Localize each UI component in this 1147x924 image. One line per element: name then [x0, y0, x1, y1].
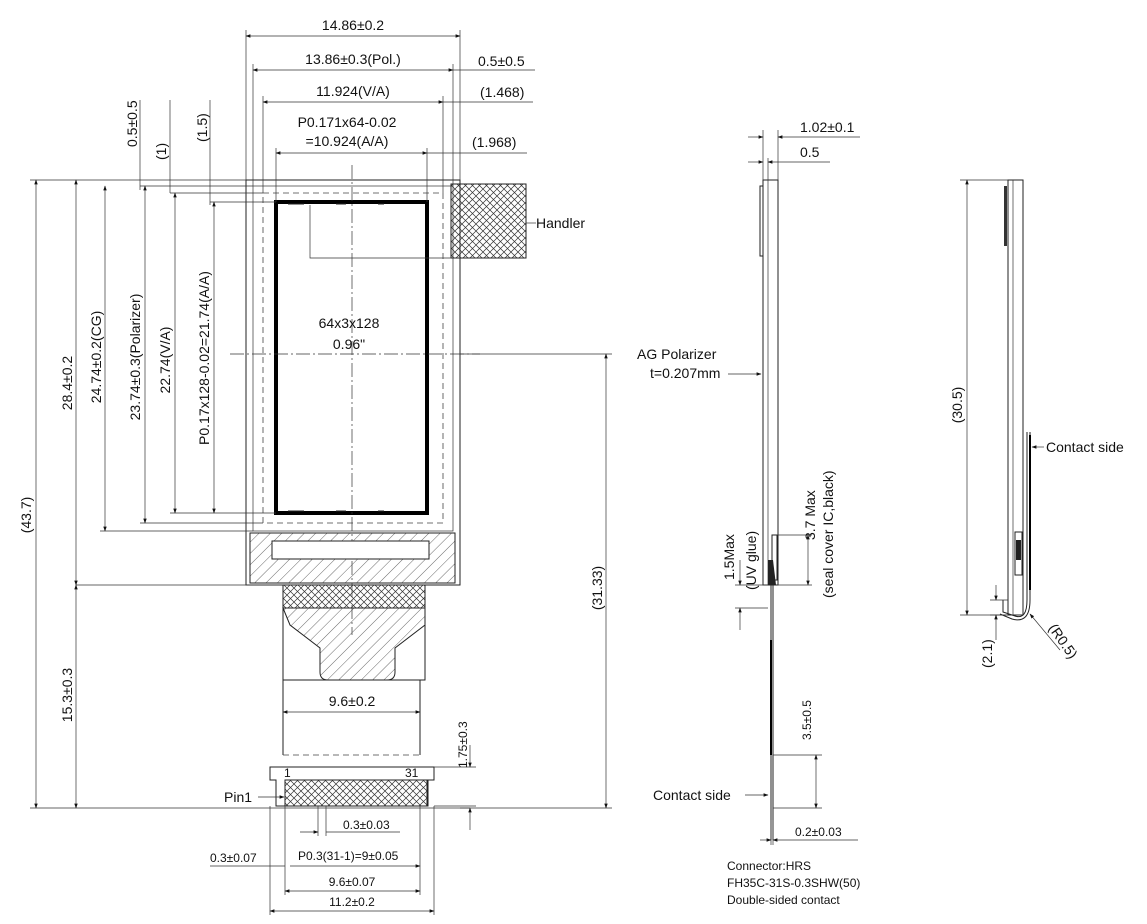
dim-polarizer-width: 13.86±0.3(Pol.) [305, 51, 401, 67]
dim-glass-height: 28.4±0.2 [59, 356, 75, 411]
ic-line2: (seal cover IC,black) [820, 470, 836, 598]
ic-line1: 3.7 Max [802, 490, 818, 540]
dim-ref-1: (1) [153, 143, 169, 160]
diagonal-label: 0.96" [333, 336, 365, 352]
right-dimensions: (31.33) 1.75±0.3 [434, 353, 612, 830]
connector-line3: Double-sided contact [727, 893, 840, 907]
active-area [274, 200, 429, 515]
dim-tail-width: 11.2±0.2 [329, 895, 375, 909]
dim-bent-offset: (2.1) [979, 639, 995, 668]
dim-contact-length: 3.5±0.5 [800, 700, 814, 740]
cg-outline [262, 192, 444, 524]
contact-stiffener [269, 766, 435, 807]
dim-fpc-width: 9.6±0.2 [329, 693, 376, 709]
dim-fpc-height: 15.3±0.3 [59, 668, 75, 723]
dim-pin-width: 0.3±0.03 [343, 818, 390, 832]
dim-ref-15: (1.5) [194, 113, 210, 142]
dim-ref-3133: (31.33) [589, 566, 605, 610]
side-glass [762, 179, 779, 586]
dim-total-height: (43.7) [18, 497, 34, 534]
dim-contact-width: 9.6±0.07 [329, 875, 376, 889]
left-dimensions: 0.5±0.5 (1) (1.5) (43.7) 28.4±0.2 24.74±… [18, 100, 470, 809]
contact-pins [284, 779, 428, 807]
dim-cg-height: 24.74±0.2(CG) [88, 311, 104, 404]
bottom-dimensions: 9.6±0.2 0.3±0.03 0.3±0.07 P0.3(31-1)=9±0… [210, 693, 435, 915]
dim-va-width: 11.924(V/A) [316, 83, 390, 99]
uv-line2: (UV glue) [743, 531, 759, 590]
dim-bent-radius: (R0.5) [1046, 621, 1081, 662]
dim-pitch-x-line1: P0.171x64-0.02 [298, 114, 397, 130]
bent-contact-label: Contact side [1046, 439, 1124, 455]
dim-overall-width: 14.86±0.2 [322, 17, 384, 33]
pin1-label: Pin1 [224, 789, 252, 805]
dim-pin-pitch: P0.3(31-1)=9±0.05 [298, 849, 399, 863]
front-view: 1 31 Pin1 64x3x128 0.96" Handler [224, 165, 585, 807]
dim-contact-thickness: 0.2±0.03 [795, 825, 842, 839]
polarizer-outline [252, 185, 454, 532]
bent-view: (30.5) Contact side (2.1) (R0.5) [949, 179, 1124, 668]
dim-side-glass: 0.5 [800, 144, 820, 160]
dim-ref-1468: (1.468) [480, 84, 524, 100]
bent-fpc [999, 432, 1031, 621]
connector-line1: Connector:HRS [727, 859, 811, 873]
resolution-label: 64x3x128 [319, 315, 380, 331]
connector-line2: FH35C-31S-0.3SHW(50) [727, 876, 860, 890]
dim-side-thickness: 1.02±0.1 [800, 119, 855, 135]
dim-pitch-y: P0.17x128-0.02=21.74(A/A) [196, 271, 212, 445]
dim-polarizer-height: 23.74±0.3(Polarizer) [127, 294, 143, 421]
side-contact-label: Contact side [653, 787, 731, 803]
polarizer-line2: t=0.207mm [650, 365, 720, 381]
polarizer-line1: AG Polarizer [637, 346, 717, 362]
handler-tab [450, 183, 527, 259]
dim-right-offset: 0.5±0.5 [478, 53, 525, 69]
side-view: 1.02±0.1 0.5 AG Polarizer t=0.207mm 1.5M… [637, 119, 860, 907]
dim-ref-1968: (1.968) [472, 134, 516, 150]
dim-edge-offset: 0.3±0.07 [210, 851, 257, 865]
handler-label: Handler [536, 215, 585, 231]
dim-top-offset: 0.5±0.5 [124, 100, 140, 147]
dim-pitch-x-line2: =10.924(A/A) [306, 133, 389, 149]
pin-first-label: 1 [284, 766, 291, 780]
fpc-tail [282, 680, 421, 755]
top-dimensions: 14.86±0.2 13.86±0.3(Pol.) 0.5±0.5 11.924… [245, 17, 535, 202]
dim-bent-height: (30.5) [949, 387, 965, 424]
dim-va-height: 22.74(V/A) [157, 327, 173, 394]
uv-line1: 1.5Max [721, 534, 737, 580]
dim-stiffener-height: 1.75±0.3 [456, 721, 470, 768]
pin-last-label: 31 [405, 766, 419, 780]
